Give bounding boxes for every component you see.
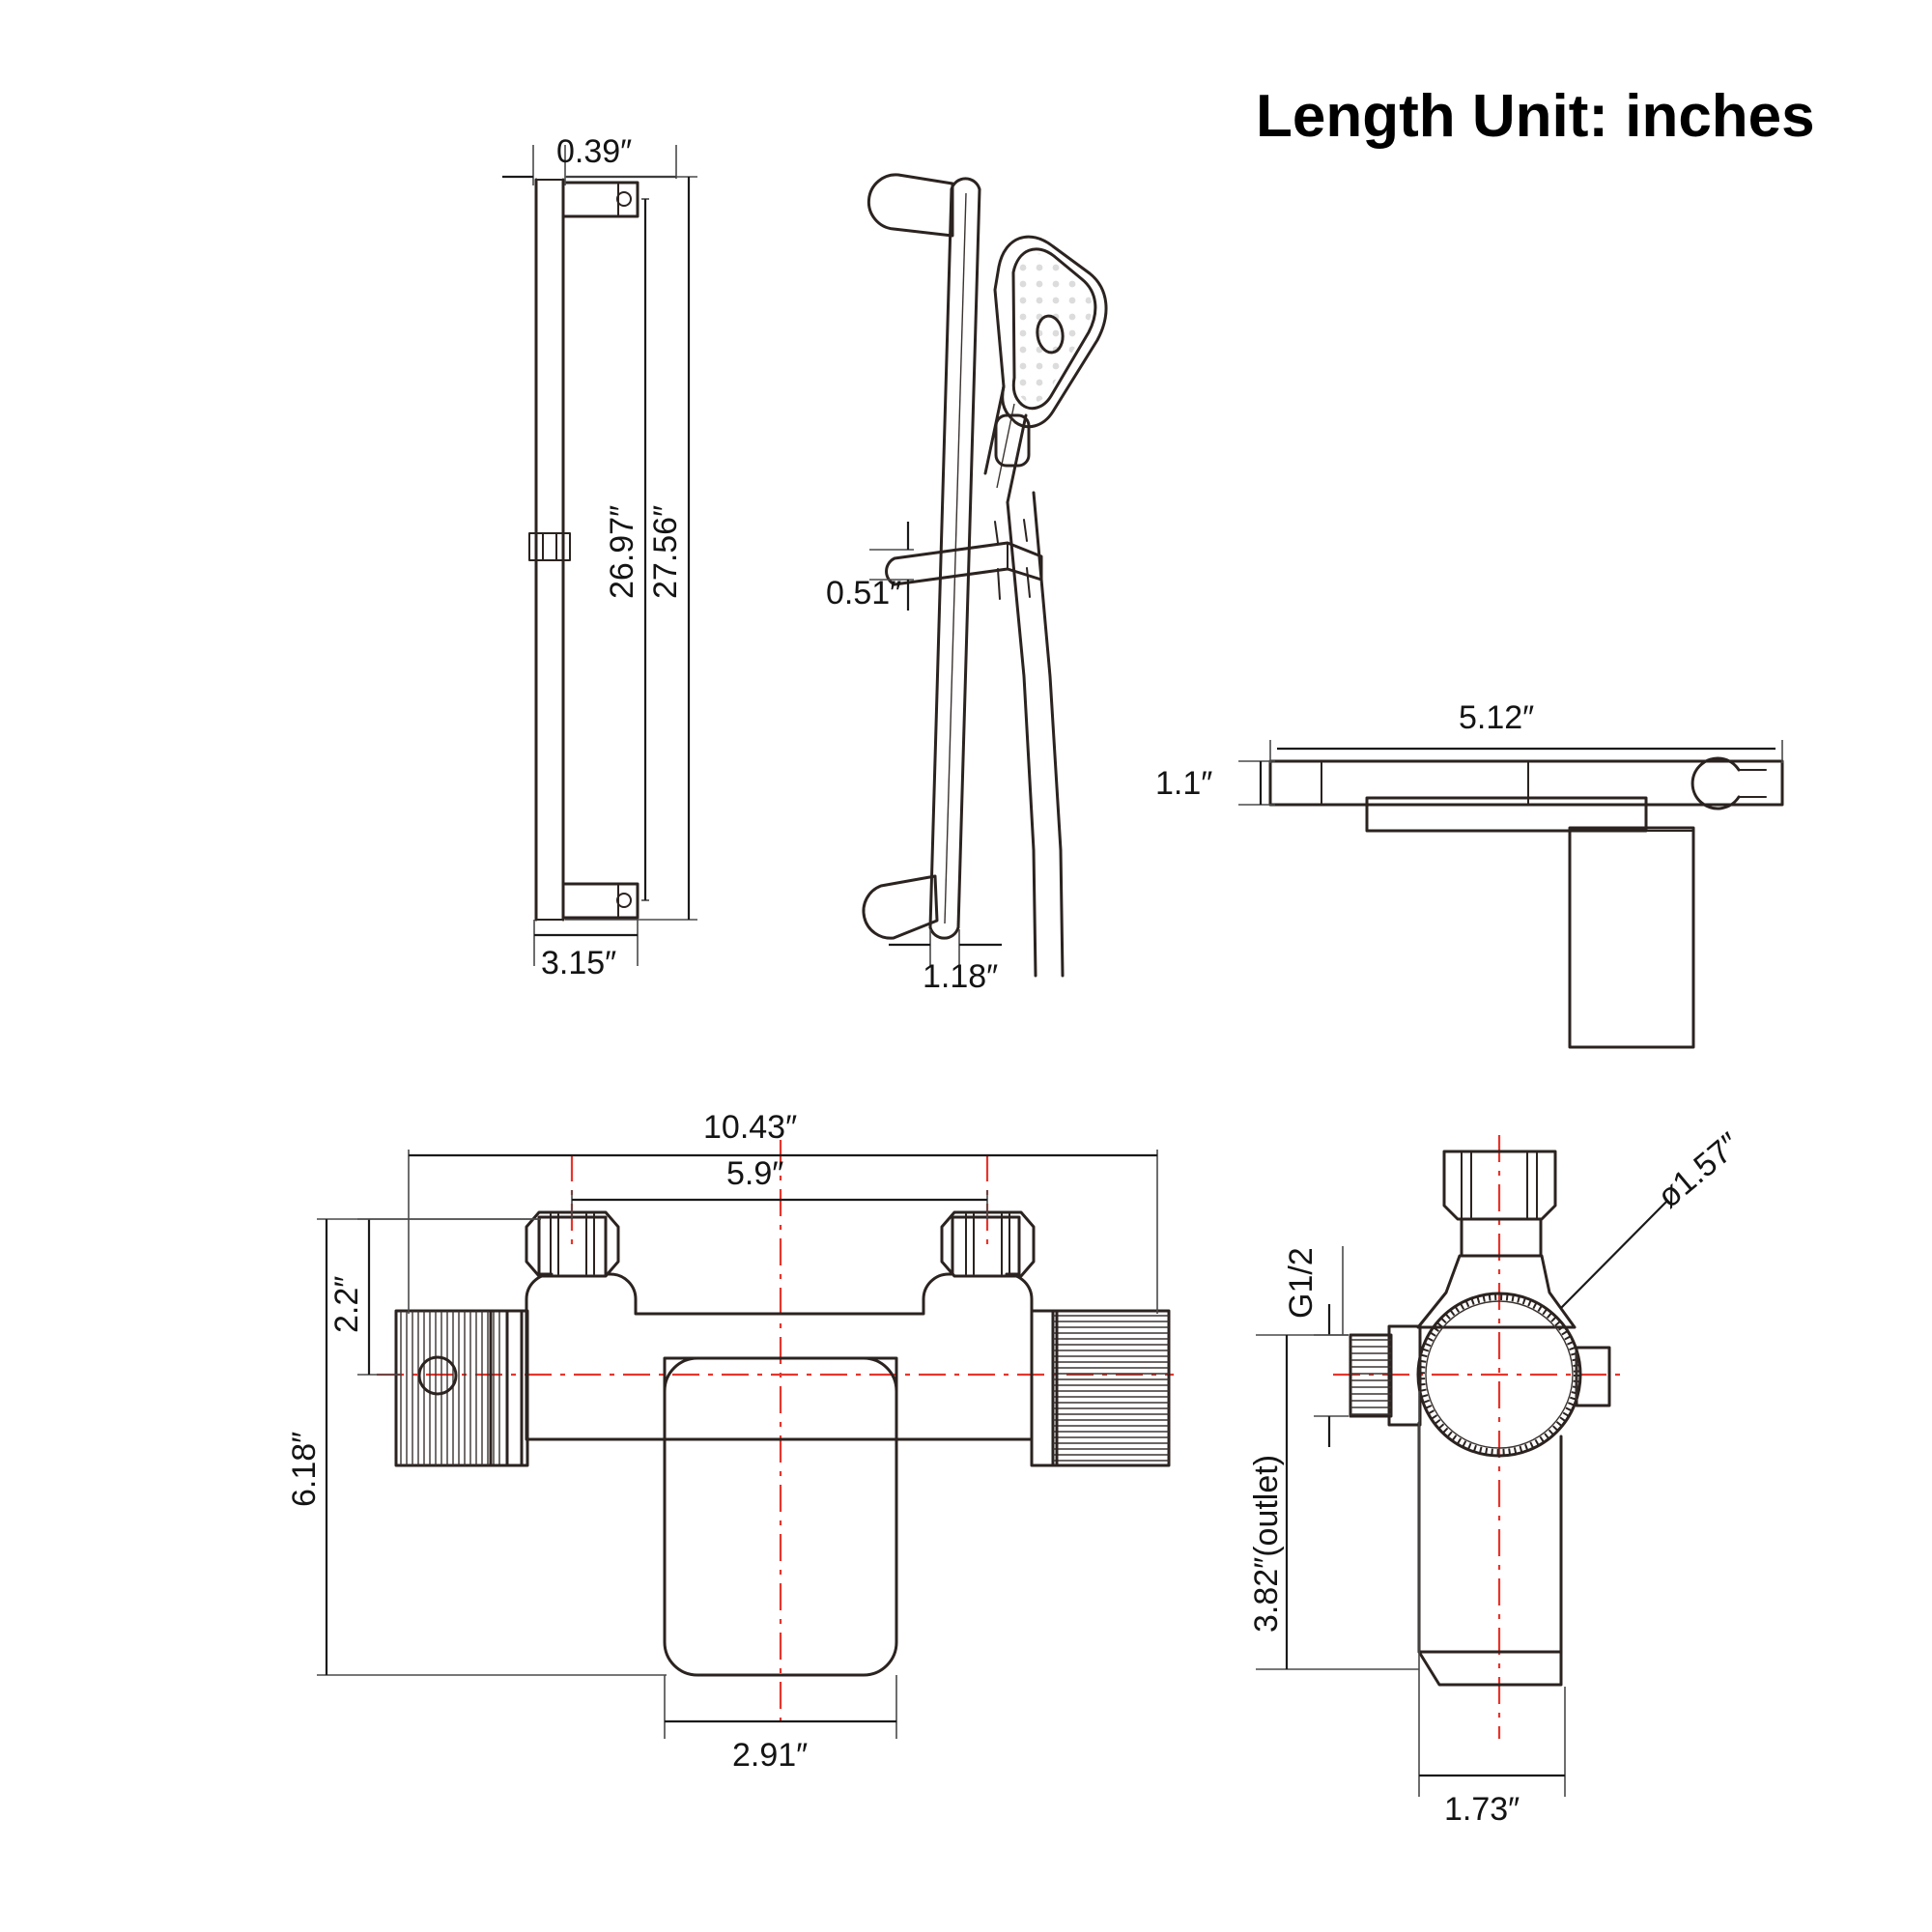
dim-0-51-group: 0.51″ bbox=[826, 522, 914, 611]
view-slide-bar-front: 0.39″ 26.97″ 27.56″ 3.15″ bbox=[502, 133, 697, 981]
slide-bar-slider-block bbox=[528, 532, 571, 561]
shower-hose bbox=[1006, 491, 1065, 978]
dim-26-97-group: 26.97″ bbox=[604, 198, 649, 901]
dim-2-2-label: 2.2″ bbox=[328, 1276, 365, 1333]
dim-1-73-group: 1.73″ bbox=[1418, 1391, 1566, 1828]
side-inlet-thread bbox=[1350, 1339, 1391, 1415]
dim-1-18-label: 1.18″ bbox=[923, 958, 998, 995]
dim-0-51-label: 0.51″ bbox=[826, 575, 901, 611]
dim-1-1-label: 1.1″ bbox=[1155, 765, 1212, 802]
dim-1-1-group: 1.1″ bbox=[1155, 760, 1275, 806]
slide-bar-top-wall-mount bbox=[867, 173, 954, 238]
dim-3-15-group: 3.15″ bbox=[533, 920, 639, 981]
dim-1-18-group: 1.18″ bbox=[889, 929, 1002, 995]
dim-5-12-group: 5.12″ bbox=[1269, 699, 1783, 763]
right-connector-nut bbox=[940, 1210, 1036, 1278]
dim-10-43-label: 10.43″ bbox=[703, 1109, 797, 1146]
slide-bar-body bbox=[534, 178, 565, 922]
hand-shower-stem bbox=[994, 519, 1031, 600]
dim-27-56-group: 27.56″ bbox=[565, 176, 697, 921]
mixer-spout-block bbox=[663, 1356, 898, 1677]
slide-bar-bottom-wall-mount bbox=[862, 874, 939, 940]
page-title: Length Unit: inches bbox=[1256, 83, 1815, 150]
right-handle-ribs bbox=[1053, 1315, 1169, 1462]
dim-2-91-label: 2.91″ bbox=[732, 1737, 808, 1774]
view-slide-bar-hand-shower: 0.51″ 1.18″ bbox=[826, 173, 1108, 995]
dim-3-82-outlet-label: 3.82″(outlet) bbox=[1248, 1455, 1285, 1633]
dim-10-43-group: 10.43″ bbox=[408, 1109, 1158, 1314]
right-flow-handle bbox=[1030, 1309, 1171, 1467]
view-mixer-front: 10.43″ 5.9″ 2.2″ 6.18″ 2.91″ bbox=[286, 1109, 1174, 1774]
left-connector-nut bbox=[525, 1210, 620, 1278]
dim-0-39-label: 0.39″ bbox=[556, 133, 632, 170]
dim-2-91-group: 2.91″ bbox=[664, 1675, 897, 1774]
dim-5-9-label: 5.9″ bbox=[726, 1155, 783, 1192]
dim-1-73-label: 1.73″ bbox=[1444, 1791, 1520, 1828]
holder-bracket-body bbox=[1268, 756, 1784, 1049]
side-body-shoulder bbox=[1416, 1254, 1577, 1329]
slide-bar-bottom-bracket bbox=[561, 882, 639, 920]
dim-6-18-group: 6.18″ bbox=[286, 1218, 667, 1676]
dim-5-9-group: 5.9″ bbox=[571, 1155, 988, 1219]
slide-bar-rod bbox=[928, 177, 981, 940]
dim-g1-2-label: G1/2 bbox=[1283, 1247, 1320, 1319]
side-right-boss bbox=[1575, 1346, 1611, 1407]
handle-index-hole bbox=[417, 1355, 458, 1396]
dim-3-15-label: 3.15″ bbox=[541, 945, 616, 981]
side-threaded-inlet bbox=[1349, 1324, 1422, 1427]
left-temperature-handle bbox=[394, 1309, 529, 1467]
dim-3-82-group: 3.82″(outlet) bbox=[1248, 1334, 1419, 1670]
dim-26-97-label: 26.97″ bbox=[604, 505, 640, 599]
dim-6-18-label: 6.18″ bbox=[286, 1432, 323, 1507]
dim-5-12-label: 5.12″ bbox=[1459, 699, 1534, 736]
dim-27-56-label: 27.56″ bbox=[647, 505, 684, 599]
slide-bar-top-bracket bbox=[561, 181, 639, 218]
view-hand-shower-holder: 5.12″ 1.1″ bbox=[1155, 699, 1784, 1049]
